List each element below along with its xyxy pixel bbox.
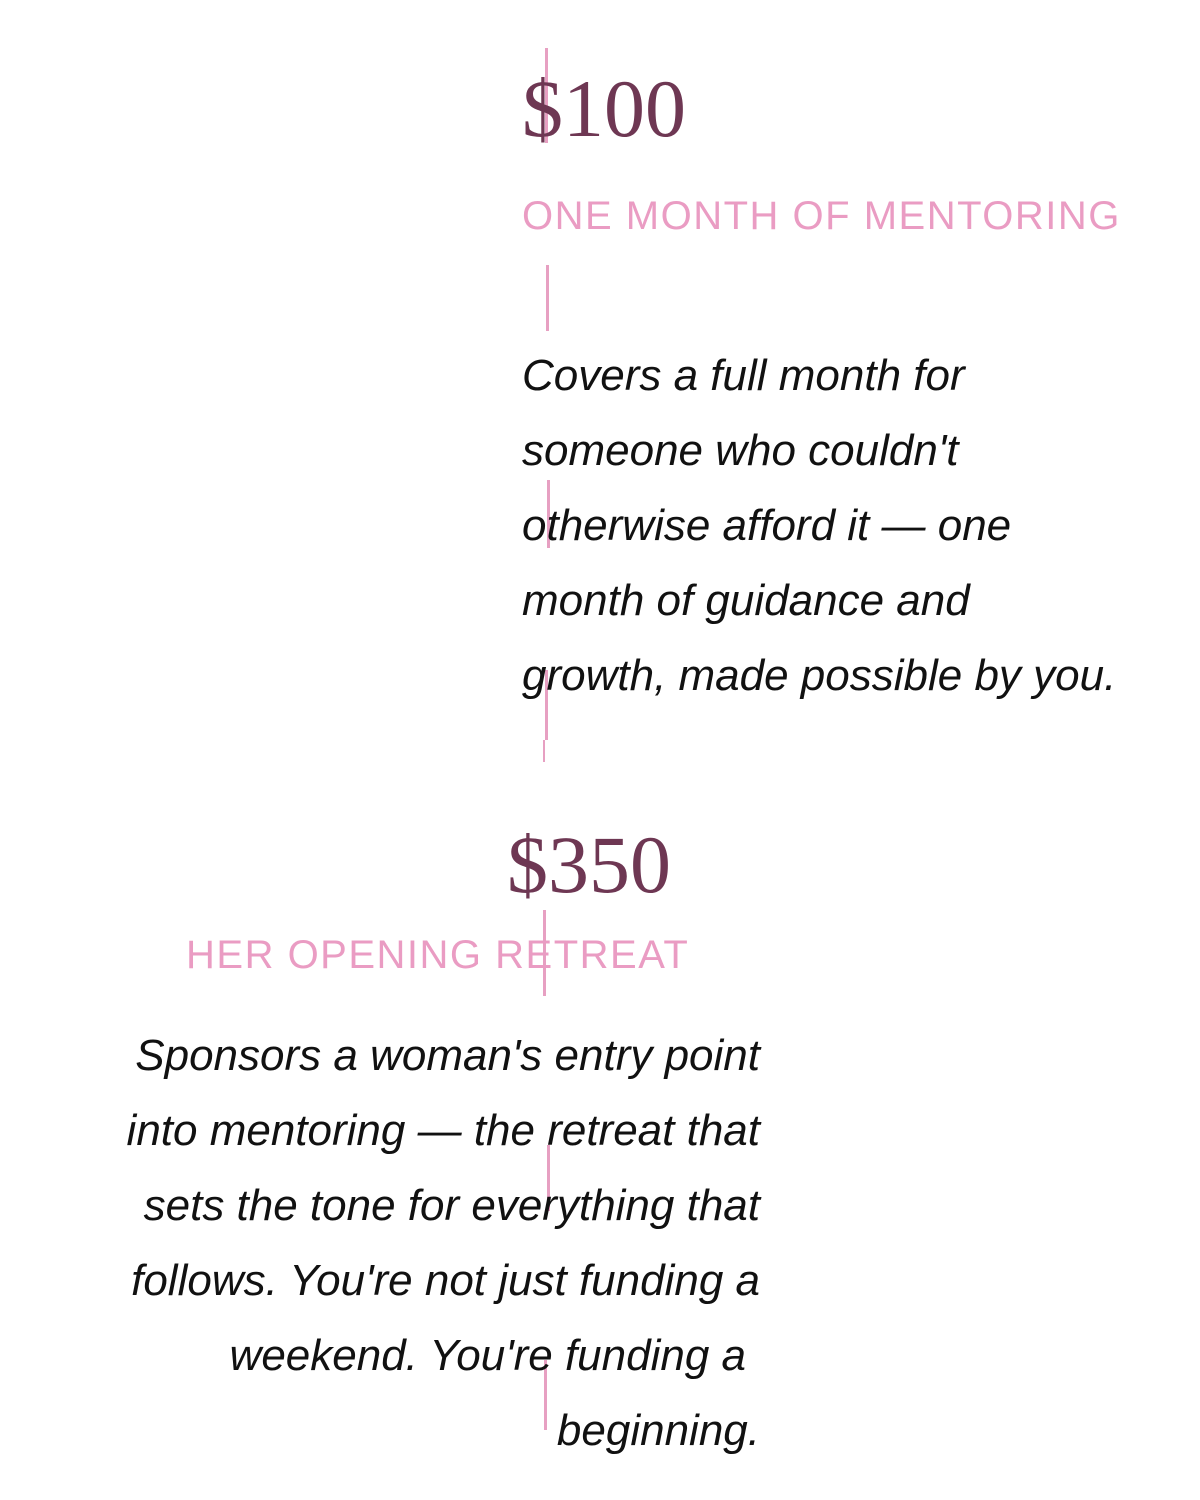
description-line: weekend. You're funding a xyxy=(229,1331,746,1380)
connector-line xyxy=(543,910,546,996)
tier-title: HER OPENING RETREAT xyxy=(186,933,690,977)
description-line: someone who couldn't xyxy=(522,426,959,475)
description-line: otherwise afford it — one xyxy=(522,501,1012,550)
description-line: Sponsors a woman's entry point xyxy=(135,1031,760,1080)
tier-description: Covers a full month for someone who coul… xyxy=(522,338,1192,713)
description-line: sets the tone for everything that xyxy=(143,1181,760,1230)
connector-line xyxy=(546,265,549,331)
description-line: into mentoring — the retreat that xyxy=(126,1106,760,1155)
tier-description: Sponsors a woman's entry point into ment… xyxy=(30,1018,760,1468)
description-line: follows. You're not just funding a xyxy=(131,1256,760,1305)
tier-title: ONE MONTH OF MENTORING xyxy=(522,194,1121,238)
tier-price: $100 xyxy=(522,63,686,154)
connector-line xyxy=(547,1145,550,1211)
connector-line xyxy=(543,740,545,762)
description-line: Covers a full month for xyxy=(522,351,965,400)
description-line: month of guidance and xyxy=(522,576,970,625)
tier-price: $350 xyxy=(507,819,671,910)
connector-line xyxy=(545,670,548,740)
connector-line xyxy=(547,480,550,548)
description-line: growth, made possible by you. xyxy=(522,651,1117,700)
description-line: beginning. xyxy=(556,1406,760,1455)
connector-line xyxy=(544,1360,547,1430)
connector-line xyxy=(545,48,548,143)
